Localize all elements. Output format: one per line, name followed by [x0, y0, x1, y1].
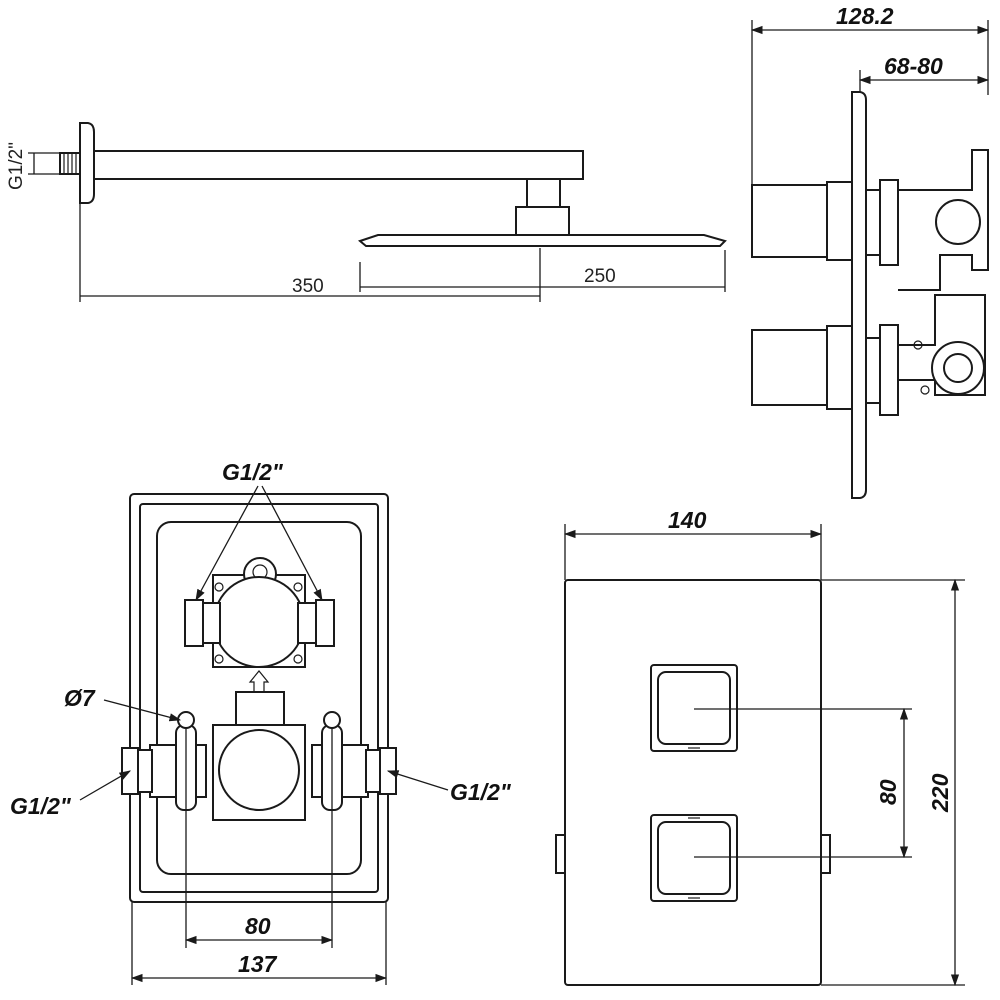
lower-handle-side: [751, 329, 828, 406]
shower-arm-view: G1/2" 350 250: [6, 122, 727, 302]
lower-valve-body: [121, 711, 397, 821]
mounting-box-outer: [129, 493, 389, 903]
upper-handle-front: [650, 664, 738, 752]
lower-handle-front: [650, 814, 738, 902]
wall-depth-label: 68-80: [884, 53, 943, 79]
plate-height-label: 220: [927, 773, 953, 813]
shower-head: [357, 234, 727, 247]
left-inlet-label: G1/2": [10, 793, 72, 819]
handle-spacing-label: 80: [245, 913, 271, 939]
upper-handle-side: [751, 184, 828, 258]
cover-plate-view: 140 80 220: [555, 507, 965, 987]
right-inlet-label: G1/2": [450, 779, 512, 805]
hole-diameter-label: Ø7: [64, 685, 96, 711]
head-mount: [515, 206, 570, 236]
thread-label: G1/2": [6, 142, 27, 190]
body-width-label: 137: [238, 951, 278, 977]
valve-body-view: G1/2" Ø7 G1/2" G1/2" 80 137: [10, 459, 512, 985]
side-fittings: [555, 834, 831, 874]
arm-length-label: 350: [292, 276, 324, 297]
shower-arm: [93, 150, 584, 180]
cover-plate: [564, 579, 822, 986]
lower-fitting: [865, 294, 986, 416]
plate-width-label: 140: [668, 507, 707, 533]
valve-side-view: 128.2 68-80: [750, 3, 990, 499]
head-width-label: 250: [584, 266, 616, 287]
arm-connector: [526, 178, 561, 208]
cover-handle-spacing-label: 80: [875, 779, 901, 805]
cover-plate-side: [851, 91, 867, 499]
upper-fitting: [865, 149, 989, 291]
total-depth-label: 128.2: [836, 3, 894, 29]
upper-valve-body: [184, 557, 335, 693]
mounting-box-recess: [156, 521, 362, 875]
top-inlet-label: G1/2": [222, 459, 284, 485]
thread-connector: [59, 152, 81, 175]
wall-flange: [79, 122, 95, 204]
mounting-box-inner: [139, 503, 379, 893]
